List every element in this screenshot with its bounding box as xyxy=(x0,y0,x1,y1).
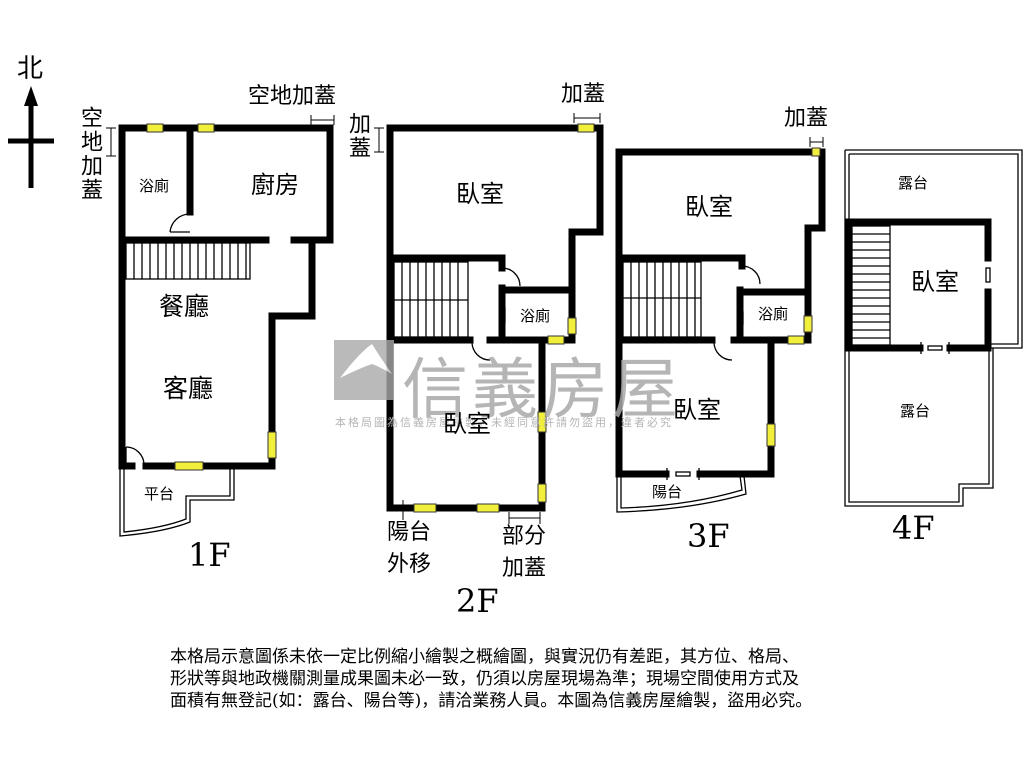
f3-room-bedroom-south: 臥室 xyxy=(673,396,721,424)
f2-floor-label: 2F xyxy=(456,582,499,620)
f2-note-left: 加蓋 xyxy=(345,112,370,160)
f4-room-terrace-north: 露台 xyxy=(898,174,929,192)
floor-3f-walls xyxy=(615,137,826,513)
f1-note-top: 空地加蓋 xyxy=(248,84,337,109)
disclaimer-line-2: 形狀等與地政機關測量成果圖未必一致，仍須以房屋現場為準；現場空間使用方式及 xyxy=(170,669,799,689)
f4-floor-label: 4F xyxy=(892,509,935,547)
floor-4f-walls xyxy=(844,149,1023,507)
disclaimer-text: 本格局示意圖係未依一定比例縮小繪製之概繪圖，與實況仍有差距，其方位、格局、 形狀… xyxy=(170,646,950,712)
floor-1f-walls xyxy=(106,115,335,537)
watermark-notice: 本格局圖為信義房屋繪製，未經同意許請勿盜用，違者必究 xyxy=(335,416,673,429)
disclaimer-line-3: 面積有無登記(如：露台、陽台等)，請洽業務人員。本圖為信義房屋繪製，盜用必究。 xyxy=(170,691,813,711)
f1-floor-label: 1F xyxy=(188,536,231,574)
watermark-brand: 信義房屋 xyxy=(402,351,682,428)
floor-2f-walls xyxy=(374,113,604,524)
f1-room-living: 客廳 xyxy=(163,374,214,403)
north-arrow-icon xyxy=(8,86,54,188)
f1-room-kitchen: 廚房 xyxy=(251,171,299,199)
f3-room-bath: 浴廁 xyxy=(758,305,789,323)
f3-note-top: 加蓋 xyxy=(784,106,829,131)
f2-room-bedroom-north: 臥室 xyxy=(456,180,504,208)
disclaimer-line-1: 本格局示意圖係未依一定比例縮小繪製之概繪圖，與實況仍有差距，其方位、格局、 xyxy=(170,647,799,667)
f1-note-left: 空地加蓋 xyxy=(77,106,102,202)
brand-logo-icon xyxy=(334,340,394,400)
f2-note-partial-line2: 加蓋 xyxy=(502,556,547,581)
f2-note-top: 加蓋 xyxy=(561,82,606,107)
f3-room-balcony: 陽台 xyxy=(652,483,683,501)
f2-room-bedroom-south: 臥室 xyxy=(443,410,491,438)
f4-room-terrace-south: 露台 xyxy=(900,402,931,420)
f1-room-platform: 平台 xyxy=(144,485,175,503)
f2-note-balcony-line2: 外移 xyxy=(387,552,432,577)
f4-room-bedroom: 臥室 xyxy=(911,268,959,296)
compass-label: 北 xyxy=(17,54,44,84)
f1-room-dining: 餐廳 xyxy=(159,292,210,321)
f3-floor-label: 3F xyxy=(687,517,730,555)
f2-room-bath: 浴廁 xyxy=(520,307,551,325)
f2-note-partial-line1: 部分 xyxy=(502,524,547,549)
f1-room-bath: 浴廁 xyxy=(139,177,170,195)
f2-note-balcony-line1: 陽台 xyxy=(387,520,432,545)
f3-room-bedroom-north: 臥室 xyxy=(685,193,733,221)
